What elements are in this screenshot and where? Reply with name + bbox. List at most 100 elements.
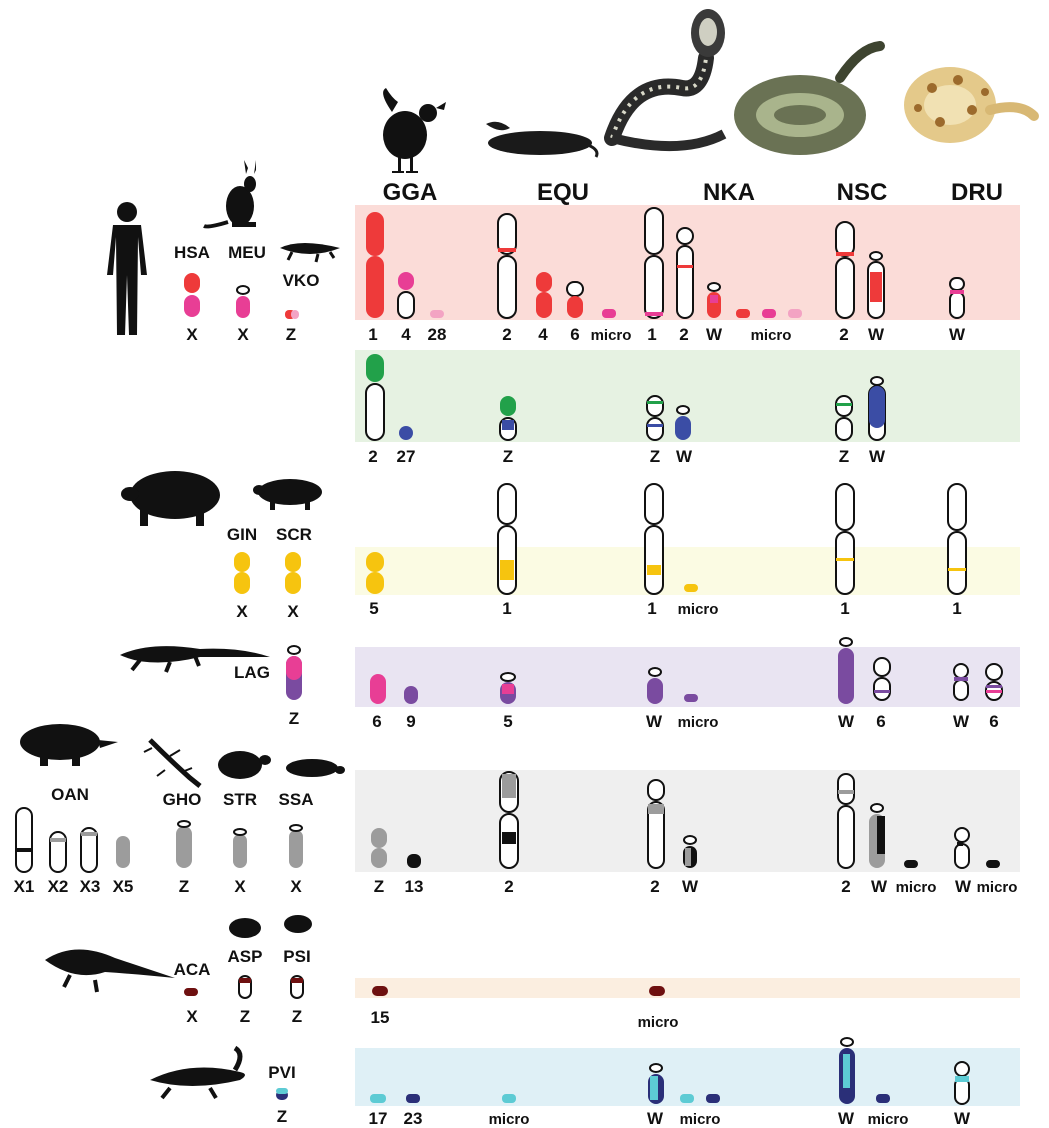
gga-2-chromosome bbox=[366, 354, 384, 382]
species-hsa: HSA bbox=[174, 243, 210, 262]
equ-4-chromosome bbox=[536, 272, 552, 292]
row-grey-label: 2 bbox=[504, 877, 513, 896]
lag-z-centromere bbox=[288, 646, 300, 654]
dru-wg-chromosome bbox=[955, 828, 969, 842]
equ-5-band bbox=[502, 684, 514, 694]
dru-wb-chromosome bbox=[955, 1062, 969, 1076]
nsc-wb-centromere bbox=[841, 1038, 853, 1046]
nsc-z-arm bbox=[836, 418, 852, 440]
platypus-silhouette-icon bbox=[20, 724, 118, 766]
label-meu-x: X bbox=[237, 325, 249, 344]
oan-x2-band bbox=[50, 838, 66, 842]
row-yellow-label: 1 bbox=[840, 599, 849, 618]
row-blue-label: W bbox=[954, 1109, 971, 1128]
equ-2-band bbox=[498, 248, 516, 252]
label-oan-x3: X3 bbox=[80, 877, 101, 896]
equ-z-band bbox=[502, 420, 514, 430]
species-gho: GHO bbox=[163, 790, 202, 809]
row-grey-label: micro bbox=[896, 879, 937, 896]
nka-micro2 bbox=[762, 309, 776, 318]
row-green-label: W bbox=[676, 447, 693, 466]
label-asp-z: Z bbox=[240, 1007, 250, 1026]
nka-2-arm bbox=[677, 246, 693, 318]
row-orange-label: 15 bbox=[371, 1008, 390, 1027]
row-red-label: 1 bbox=[647, 325, 656, 344]
label-aca-x: X bbox=[186, 1007, 198, 1026]
row-blue-label: micro bbox=[868, 1111, 909, 1128]
dru-wg-band bbox=[957, 842, 963, 846]
wallaby-silhouette-icon bbox=[204, 160, 256, 227]
nka-micro-navy bbox=[706, 1094, 720, 1103]
gga-2-arm bbox=[366, 384, 384, 440]
nka-1-arm bbox=[645, 256, 663, 318]
nka-w-chromosome-green bbox=[675, 416, 691, 440]
psi-z-band bbox=[291, 978, 303, 983]
turtle-asp-silhouette-icon bbox=[229, 918, 261, 938]
nka-micro1 bbox=[736, 309, 750, 318]
label-scr-x: X bbox=[287, 602, 299, 621]
nka-micro-yellow bbox=[684, 584, 698, 592]
row-orange-label: micro bbox=[638, 1014, 679, 1031]
human-silhouette-icon bbox=[107, 202, 147, 335]
row-green-label: Z bbox=[839, 447, 849, 466]
equ-2g-band-grey bbox=[502, 774, 516, 798]
equ-5-centromere bbox=[501, 673, 515, 681]
nka-wp-chromosome bbox=[647, 678, 663, 704]
nsc-micro-navy bbox=[876, 1094, 890, 1103]
ssa-x-chromosome bbox=[289, 830, 303, 868]
row-red-label: 2 bbox=[679, 325, 688, 344]
meu-x-chromosome bbox=[237, 286, 249, 294]
row-grey-label: W bbox=[682, 877, 699, 896]
nsc-6-band bbox=[874, 690, 890, 693]
gecko-silhouette-icon bbox=[144, 740, 200, 786]
label-oan-x5: X5 bbox=[113, 877, 134, 896]
gga-z-chromosome bbox=[371, 828, 387, 848]
row-blue-label: 17 bbox=[369, 1109, 388, 1128]
nsc-6-arm bbox=[874, 678, 890, 700]
species-ssa: SSA bbox=[279, 790, 314, 809]
species-vko: VKO bbox=[283, 271, 320, 290]
gga-15-chromosome bbox=[372, 986, 388, 996]
row-green-label: Z bbox=[650, 447, 660, 466]
dru-1-arm bbox=[948, 532, 966, 594]
gga-1-chromosome bbox=[366, 212, 384, 256]
asp-z-band bbox=[239, 978, 251, 983]
species-lag: LAG bbox=[234, 663, 270, 682]
dru-6-band2 bbox=[986, 690, 1002, 693]
row-green-label: Z bbox=[503, 447, 513, 466]
nsc-wb-band bbox=[843, 1054, 850, 1088]
chicken-silhouette-icon bbox=[383, 88, 446, 172]
hsa-x-chromosome bbox=[184, 273, 200, 293]
str-x-tip bbox=[234, 829, 246, 835]
nsc-wp-chromosome bbox=[838, 648, 854, 704]
scr-x-lower bbox=[285, 572, 301, 594]
row-blue-label: micro bbox=[489, 1111, 530, 1128]
bearded-dragon-silhouette-icon bbox=[150, 1048, 245, 1098]
turtle-silhouette-icon bbox=[253, 479, 322, 510]
row-red-label: W bbox=[706, 325, 723, 344]
nsc-w-centromere-green bbox=[871, 377, 883, 385]
pvi-z-band bbox=[276, 1088, 288, 1094]
dru-w-arm bbox=[950, 292, 964, 318]
row-grey-labels: Z 13 2 2 W 2 W micro W micro bbox=[374, 877, 1018, 896]
nsc-2-chromosome bbox=[836, 222, 854, 256]
nsc-micro-grey bbox=[904, 860, 918, 868]
nka-2g-chromosome bbox=[648, 780, 664, 800]
turtle-str-silhouette-icon bbox=[218, 751, 271, 779]
nsc-2g-chromosome bbox=[838, 774, 854, 804]
nka-1y-arm bbox=[645, 526, 663, 594]
species-scr: SCR bbox=[276, 525, 312, 544]
label-lag-z: Z bbox=[289, 709, 299, 728]
nsc-w-centromere bbox=[870, 252, 882, 260]
header-gga: GGA bbox=[383, 179, 438, 206]
row-green-label: W bbox=[869, 447, 886, 466]
band-orange bbox=[355, 978, 1020, 998]
nka-w-band bbox=[710, 295, 718, 303]
species-meu: MEU bbox=[228, 243, 266, 262]
row-grey-label: 2 bbox=[841, 877, 850, 896]
nka-z-band-blue bbox=[647, 424, 663, 427]
oan-x1-chromosome bbox=[16, 808, 32, 872]
dru-wb-band bbox=[955, 1076, 969, 1082]
nsc-2-arm bbox=[836, 258, 854, 318]
scr-x-chromosome bbox=[285, 552, 301, 572]
